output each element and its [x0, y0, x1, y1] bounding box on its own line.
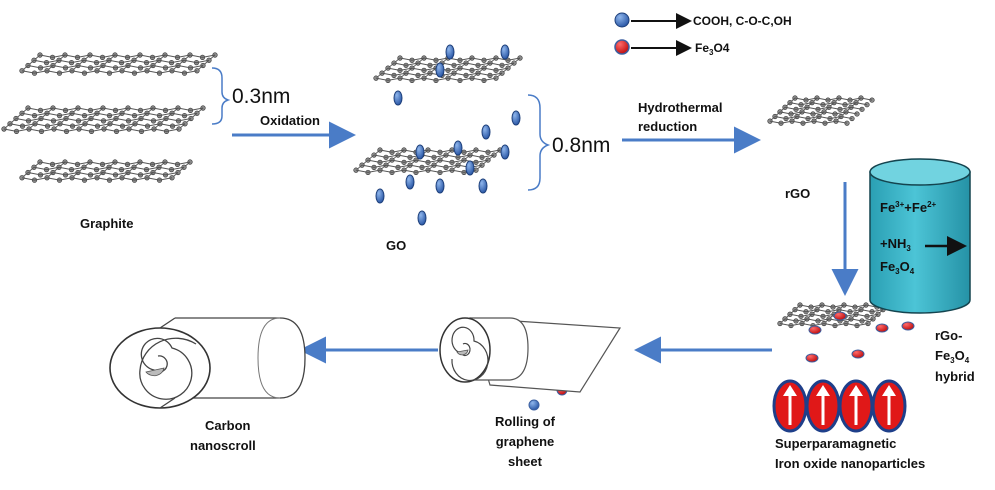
fe3o4-dot — [614, 39, 630, 55]
particle-dot — [500, 44, 510, 60]
hydrothermal-label-2: reduction — [638, 119, 697, 134]
reactor-ammonia: +NH3 — [880, 236, 911, 253]
spion-particle — [838, 379, 874, 433]
particle-dot — [805, 353, 819, 363]
go-spacing-bracket — [527, 94, 551, 191]
rgo-layer — [767, 95, 875, 126]
spion-label-2: Iron oxide nanoparticles — [775, 456, 925, 471]
particle-dot — [393, 90, 403, 106]
superparamagnetic-particles — [772, 379, 907, 433]
rolling-label-3: sheet — [508, 454, 543, 469]
particle-dot — [478, 178, 488, 194]
graphite-label: Graphite — [80, 216, 133, 231]
rolling-graphene-sheet — [439, 317, 622, 393]
particle-dot — [875, 323, 889, 333]
particle-dot — [833, 311, 847, 321]
particle-dot — [435, 178, 445, 194]
carbon-nanoscroll — [109, 317, 306, 409]
particle-dot — [405, 174, 415, 190]
graphite-spacing-bracket — [211, 67, 231, 125]
spion-label-1: Superparamagnetic — [775, 436, 896, 451]
rolling-label-1: Rolling of — [495, 414, 556, 429]
graphite-layer-2 — [1, 105, 206, 134]
particle-dot — [901, 321, 915, 331]
particle-dot — [851, 349, 865, 359]
rolling-label-2: graphene — [496, 434, 555, 449]
particle-dot — [528, 399, 540, 411]
legend-fe3o4-label: Fe3O4 — [695, 41, 730, 57]
spion-particle — [805, 379, 841, 433]
legend-functional-label: COOH, C-O-C,OH — [693, 14, 792, 28]
reactor-ions: Fe3++Fe2+ — [880, 200, 937, 215]
hydrothermal-label-1: Hydrothermal — [638, 100, 723, 115]
functional-group-dot — [614, 12, 630, 28]
spion-particle — [772, 379, 808, 433]
particle-dot — [511, 110, 521, 126]
particle-dot — [415, 144, 425, 160]
graphite-layer-3 — [19, 159, 193, 183]
particle-dot — [808, 325, 822, 335]
go-layer-bottom — [353, 147, 503, 176]
go-label: GO — [386, 238, 406, 253]
graphene-sheets — [1, 52, 891, 329]
graphite-spacing-label: 0.3nm — [232, 85, 290, 108]
particle-dot — [435, 62, 445, 78]
go-spacing-label: 0.8nm — [552, 134, 610, 157]
particle-dot — [417, 210, 427, 226]
reactor-product: Fe3O4 — [880, 259, 915, 276]
particle-dot — [445, 44, 455, 60]
hybrid-label-1: rGo- — [935, 328, 962, 343]
nanoscroll-label-2: nanoscroll — [190, 438, 256, 453]
particle-dot — [500, 144, 510, 160]
reactor-cylinder — [869, 158, 971, 314]
nanoscroll-label-1: Carbon — [205, 418, 251, 433]
graphite-layer-1 — [19, 52, 218, 76]
particle-dot — [465, 160, 475, 176]
particle-dot — [453, 140, 463, 156]
hybrid-label-3: hybrid — [935, 369, 975, 384]
particle-dot — [481, 124, 491, 140]
rgo-label: rGO — [785, 186, 810, 201]
oxidation-label: Oxidation — [260, 113, 320, 128]
particle-dot — [375, 188, 385, 204]
hybrid-label-2: Fe3O4 — [935, 348, 970, 365]
spion-particle — [871, 379, 907, 433]
go-layer-top — [373, 55, 523, 84]
